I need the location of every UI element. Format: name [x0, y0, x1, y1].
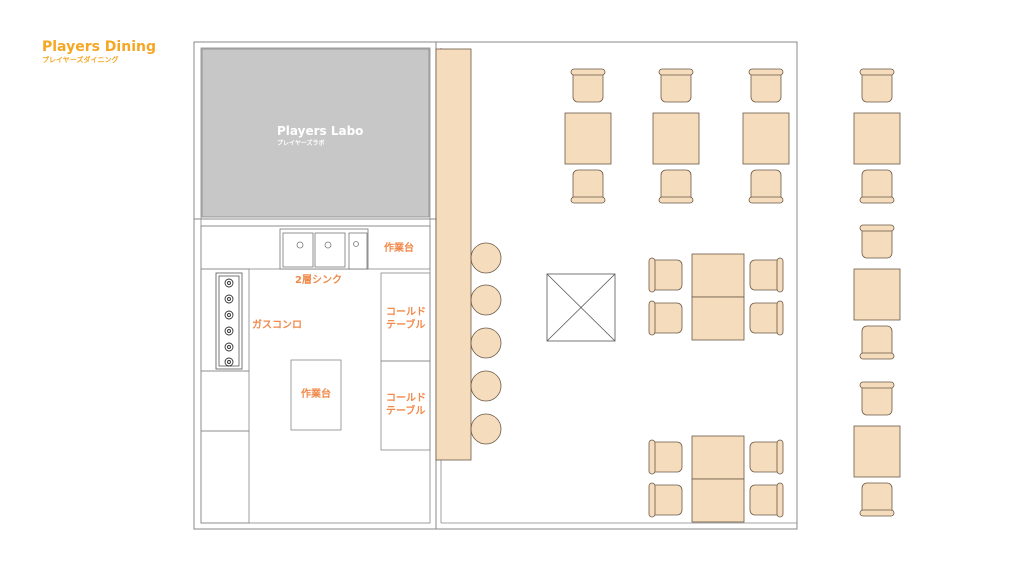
chair — [859, 224, 895, 259]
brand-subtitle: プレイヤーズダイニング — [42, 56, 119, 64]
table — [564, 112, 612, 165]
chair-back — [658, 68, 694, 76]
label-cold-table-1b: テーブル — [386, 318, 425, 331]
chair — [648, 482, 683, 518]
bar-stools — [470, 242, 502, 445]
bar-stool — [470, 284, 502, 316]
chair — [658, 169, 694, 204]
table — [691, 435, 745, 480]
chair-back — [776, 257, 784, 293]
chair — [859, 325, 895, 360]
chair-back — [776, 439, 784, 475]
chair-back — [859, 68, 895, 76]
chair — [859, 381, 895, 416]
chair-back — [658, 196, 694, 204]
bar-stool — [470, 242, 502, 274]
brand-logo: Players Dining プレイヤーズダイニング — [42, 39, 156, 65]
labo-room — [201, 48, 430, 218]
bar-stool — [470, 413, 502, 445]
chair — [859, 68, 895, 103]
label-cold-table-2b: テーブル — [386, 404, 425, 417]
table — [691, 296, 745, 341]
labo-title: Players Labo — [277, 124, 363, 138]
chair-back — [648, 300, 656, 336]
chair — [570, 169, 606, 204]
chair — [859, 169, 895, 204]
pillar-icon — [546, 273, 616, 342]
chair-back — [648, 257, 656, 293]
center-worktable — [290, 359, 342, 431]
label-cold-table-2a: コールド — [386, 392, 426, 404]
label-worktable-center: 作業台 — [301, 387, 331, 400]
label-sink: 2層シンク — [295, 274, 342, 286]
table — [853, 112, 901, 165]
table — [652, 112, 700, 165]
gas-stove-icon — [215, 272, 243, 370]
chair-back — [570, 68, 606, 76]
chair-back — [570, 196, 606, 204]
table — [691, 478, 745, 523]
chair — [648, 300, 683, 336]
chair-back — [859, 224, 895, 232]
chair — [749, 300, 784, 336]
chair-back — [648, 439, 656, 475]
labo-subtitle: プレイヤーズラボ — [277, 139, 325, 147]
chair-back — [859, 381, 895, 389]
chair — [749, 482, 784, 518]
label-worktable-top: 作業台 — [384, 241, 414, 254]
chair — [648, 257, 683, 293]
chair-back — [859, 352, 895, 360]
chair-back — [859, 509, 895, 517]
label-cold-table-1a: コールド — [386, 306, 426, 318]
chair-back — [748, 68, 784, 76]
label-gas-stove: ガスコンロ — [252, 318, 302, 331]
chair-back — [859, 196, 895, 204]
table — [853, 425, 901, 478]
table — [691, 253, 745, 298]
chair — [749, 439, 784, 475]
chair — [648, 439, 683, 475]
chair — [859, 482, 895, 517]
chair — [749, 257, 784, 293]
chair — [748, 169, 784, 204]
bar-stool — [470, 327, 502, 359]
chair-back — [648, 482, 656, 518]
bar-stool — [470, 370, 502, 402]
chair — [658, 68, 694, 103]
sink-icon — [279, 228, 369, 270]
chair-back — [776, 482, 784, 518]
chair — [570, 68, 606, 103]
table — [853, 268, 901, 321]
table — [742, 112, 790, 165]
chair-back — [776, 300, 784, 336]
chair-back — [748, 196, 784, 204]
bar-counter — [435, 48, 472, 461]
chair — [748, 68, 784, 103]
brand-title: Players Dining — [42, 39, 156, 55]
